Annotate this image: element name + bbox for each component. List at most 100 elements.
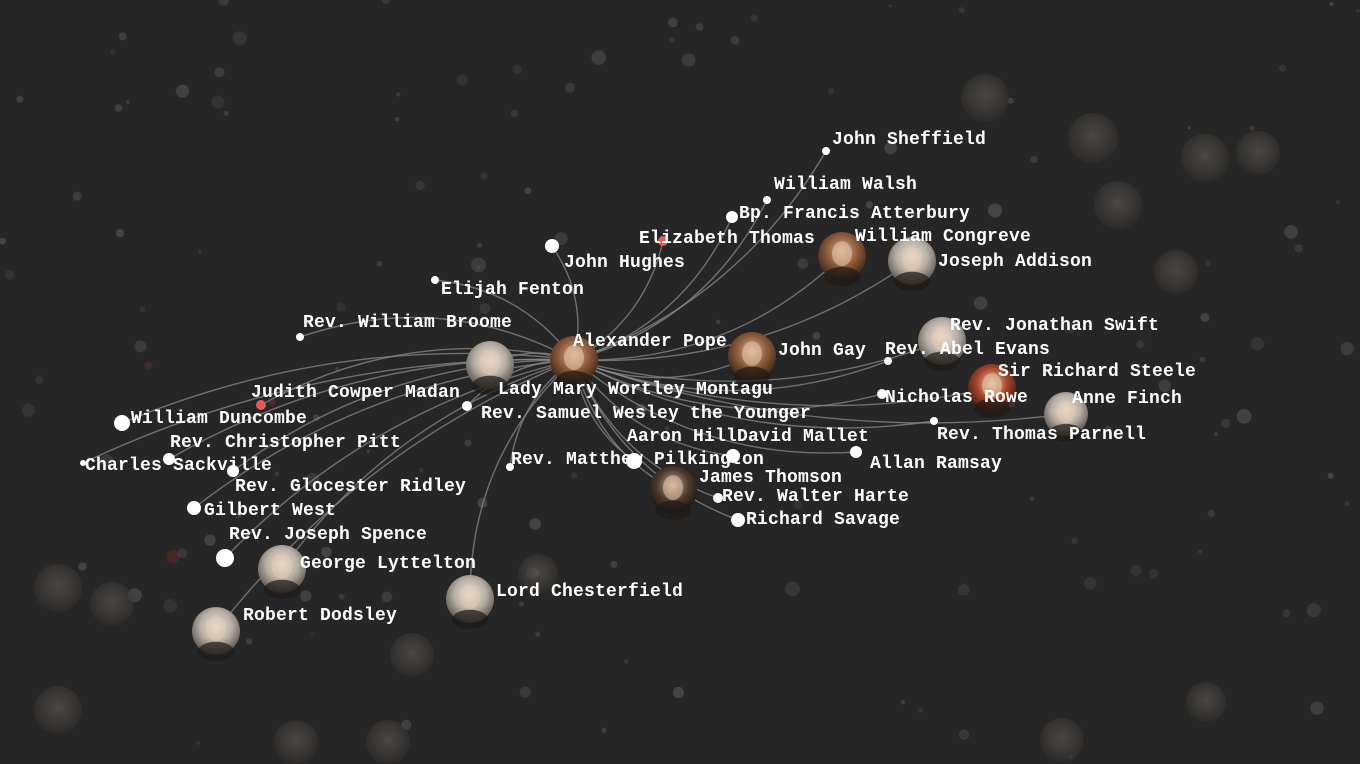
background-particle xyxy=(476,265,481,270)
portrait-icon-anne-finch[interactable] xyxy=(1044,392,1088,442)
background-particle xyxy=(716,319,721,325)
node-john-hughes[interactable] xyxy=(545,239,559,253)
portrait-icon-mary-montagu[interactable] xyxy=(466,341,514,395)
portrait-icon-lord-chesterfield[interactable] xyxy=(446,575,494,630)
label-david-mallet: David Mallet xyxy=(737,427,869,447)
node-matthew-pilkington[interactable] xyxy=(506,463,514,471)
edge-nicholas-rowe xyxy=(573,359,883,410)
node-gilbert-west[interactable] xyxy=(187,501,201,515)
portrait-icon-george-lyttelton[interactable] xyxy=(258,545,306,600)
background-particle xyxy=(519,601,524,607)
background-particle xyxy=(958,7,965,14)
node-judith-madan[interactable] xyxy=(256,400,266,410)
background-particle xyxy=(310,632,316,637)
edge-william-walsh xyxy=(573,199,768,361)
label-samuel-wesley: Rev. Samuel Wesley the Younger xyxy=(481,404,811,424)
background-portrait-icon xyxy=(366,720,410,764)
node-richard-savage[interactable] xyxy=(731,513,745,527)
background-particle xyxy=(110,49,116,55)
portrait-icon-joseph-addison[interactable] xyxy=(888,237,936,291)
background-particle xyxy=(1198,549,1202,554)
background-particle xyxy=(376,260,383,267)
portrait-icon-jonathan-swift[interactable] xyxy=(918,317,966,371)
background-particle xyxy=(78,562,87,571)
node-nicholas-rowe[interactable] xyxy=(877,389,887,399)
node-david-mallet[interactable] xyxy=(726,449,740,463)
node-walter-harte[interactable] xyxy=(713,493,723,503)
label-lord-chesterfield: Lord Chesterfield xyxy=(496,582,683,602)
label-charles-sackville: Charles Sackville xyxy=(85,456,272,476)
label-richard-savage: Richard Savage xyxy=(746,510,900,530)
background-particle xyxy=(214,67,225,78)
background-portrait-icon xyxy=(1236,131,1280,175)
node-francis-atterbury[interactable] xyxy=(726,211,738,223)
background-particle xyxy=(535,631,541,637)
label-anne-finch: Anne Finch xyxy=(1072,389,1182,409)
background-particle xyxy=(1327,472,1334,479)
background-portrait-icon xyxy=(1181,134,1229,182)
background-particle xyxy=(1279,64,1287,72)
background-particle xyxy=(134,340,147,353)
node-christopher-pitt[interactable] xyxy=(163,453,175,465)
label-william-congreve: William Congreve xyxy=(855,227,1031,247)
portrait-icon-william-congreve[interactable] xyxy=(818,232,866,286)
portrait-icon-robert-dodsley[interactable] xyxy=(192,607,240,662)
background-particle xyxy=(245,638,253,645)
node-joseph-spence[interactable] xyxy=(216,549,234,567)
background-particle xyxy=(415,180,425,190)
background-particle xyxy=(218,0,229,6)
background-particle xyxy=(668,17,678,28)
background-particle xyxy=(1306,603,1321,618)
edge-allan-ramsay xyxy=(573,359,857,454)
background-particle xyxy=(313,562,320,569)
node-william-duncombe[interactable] xyxy=(114,415,130,431)
portrait-icon-richard-steele[interactable] xyxy=(968,364,1016,418)
node-william-broome[interactable] xyxy=(296,333,304,341)
background-portrait-icon xyxy=(34,686,82,734)
node-allan-ramsay[interactable] xyxy=(850,446,862,458)
background-particle xyxy=(1158,379,1172,393)
label-george-lyttelton: George Lyttelton xyxy=(300,554,476,574)
background-particle xyxy=(793,500,802,510)
background-particle xyxy=(1236,409,1252,424)
node-john-sheffield[interactable] xyxy=(822,147,830,155)
background-particle xyxy=(519,686,531,698)
background-particle xyxy=(1083,577,1097,590)
center-portrait-icon[interactable] xyxy=(550,336,598,390)
background-particle xyxy=(681,53,696,67)
node-charles-sackville[interactable] xyxy=(80,460,86,466)
node-aaron-hill[interactable] xyxy=(626,453,642,469)
label-francis-atterbury: Bp. Francis Atterbury xyxy=(739,204,970,224)
background-particle xyxy=(1130,565,1142,577)
label-james-thomson: James Thomson xyxy=(699,468,842,488)
node-thomas-parnell[interactable] xyxy=(930,417,938,425)
node-elijah-fenton[interactable] xyxy=(431,276,439,284)
edge-william-broome xyxy=(299,316,575,361)
label-walter-harte: Rev. Walter Harte xyxy=(722,487,909,507)
label-john-hughes: John Hughes xyxy=(564,253,685,273)
node-william-walsh[interactable] xyxy=(763,196,771,204)
background-particle xyxy=(664,426,670,431)
node-elizabeth-thomas[interactable] xyxy=(658,236,668,246)
label-elizabeth-thomas: Elizabeth Thomas xyxy=(639,229,815,249)
label-joseph-spence: Rev. Joseph Spence xyxy=(229,525,427,545)
background-particle xyxy=(1148,568,1159,579)
background-particle xyxy=(16,95,24,103)
background-portrait-icon xyxy=(34,564,82,612)
node-abel-evans[interactable] xyxy=(884,357,892,365)
background-particle xyxy=(175,84,190,98)
portrait-icon-john-gay[interactable] xyxy=(728,332,776,386)
background-particle xyxy=(1294,244,1304,253)
background-particle xyxy=(750,15,758,22)
portrait-icon-james-thomson[interactable] xyxy=(649,466,697,520)
background-particle xyxy=(211,95,225,109)
background-particle xyxy=(1105,425,1112,433)
background-particle xyxy=(554,232,568,246)
node-glocester-ridley[interactable] xyxy=(227,465,239,477)
node-samuel-wesley[interactable] xyxy=(462,401,472,411)
background-portrait-icon xyxy=(518,554,558,594)
background-particle xyxy=(114,104,123,112)
background-particle xyxy=(918,707,924,713)
background-particle xyxy=(419,468,424,473)
